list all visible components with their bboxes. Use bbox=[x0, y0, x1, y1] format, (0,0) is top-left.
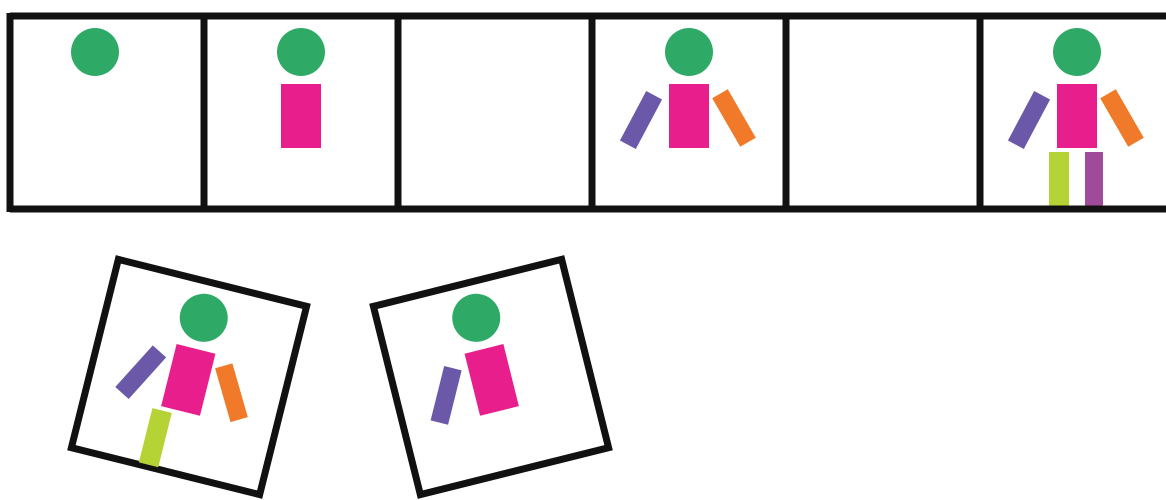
right-leg-shape bbox=[1085, 152, 1103, 208]
sequence-strip bbox=[10, 13, 1166, 212]
head-shape bbox=[665, 28, 713, 76]
sequence-frame-4 bbox=[592, 16, 786, 209]
body-shape bbox=[669, 84, 709, 148]
head-shape bbox=[1053, 28, 1101, 76]
sequence-frame-6 bbox=[980, 16, 1166, 209]
sequence-frame-1 bbox=[10, 16, 204, 209]
head-shape bbox=[71, 28, 119, 76]
left-leg-shape bbox=[1049, 152, 1069, 208]
option-card-1[interactable] bbox=[71, 259, 306, 494]
figure bbox=[71, 28, 119, 76]
figure bbox=[277, 28, 325, 148]
frame-background bbox=[786, 16, 980, 209]
frame-background bbox=[398, 16, 592, 209]
sequence-frame-2 bbox=[204, 16, 398, 209]
sequence-frame-5 bbox=[786, 16, 980, 209]
head-shape bbox=[277, 28, 325, 76]
body-shape bbox=[1057, 84, 1097, 148]
option-card-2[interactable] bbox=[373, 259, 608, 494]
sequence-frame-3 bbox=[398, 16, 592, 209]
body-shape bbox=[281, 84, 321, 148]
